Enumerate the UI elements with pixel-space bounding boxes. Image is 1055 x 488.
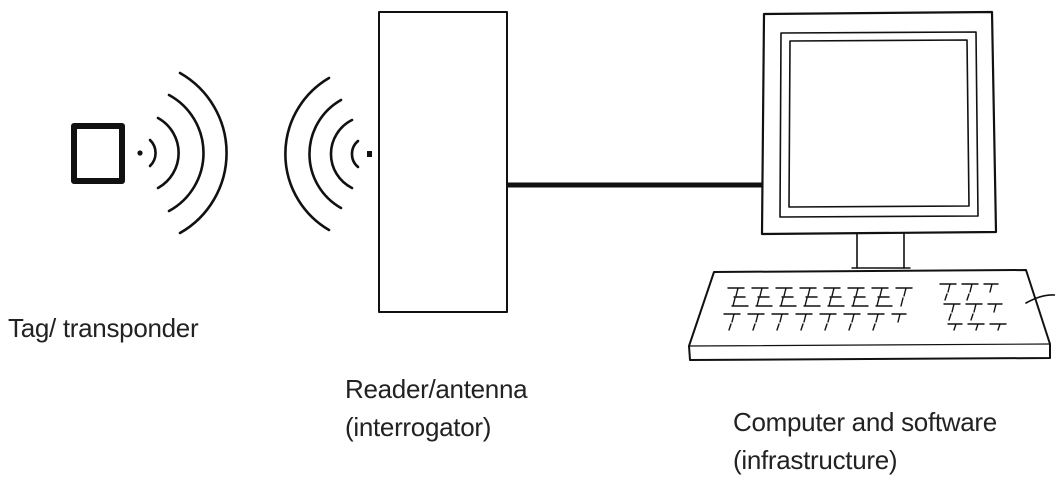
computer-label-line1: Computer and software <box>733 407 997 437</box>
tag-label-text: Tag/ transponder <box>8 313 199 343</box>
tag-transponder-label: Tag/ transponder <box>8 309 199 347</box>
computer-label-line2: (infrastructure) <box>733 445 898 475</box>
reader-antenna-label: Reader/antenna (interrogator) <box>345 370 528 446</box>
computer-software-label: Computer and software (infrastructure) <box>733 403 997 479</box>
reader-label-line2: (interrogator) <box>345 412 492 442</box>
keyboard-icon <box>688 269 1055 361</box>
reader-radio-waves-icon <box>284 76 372 232</box>
reader-antenna-box <box>378 11 508 313</box>
reader-label-line1: Reader/antenna <box>345 374 528 404</box>
tag-square-icon <box>71 123 125 184</box>
desktop-computer-icon <box>760 10 998 269</box>
tag-radio-waves-icon <box>137 71 228 235</box>
